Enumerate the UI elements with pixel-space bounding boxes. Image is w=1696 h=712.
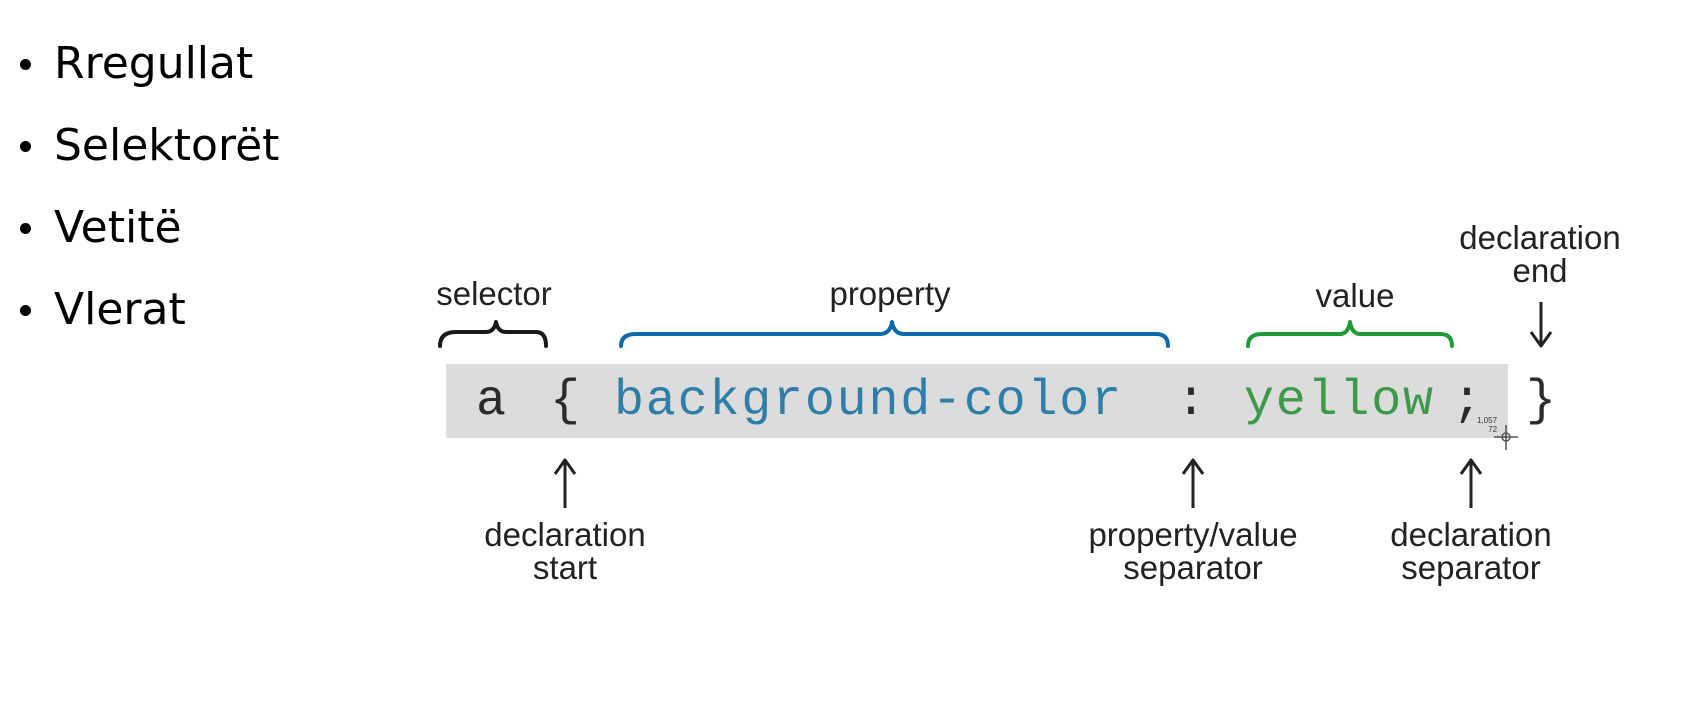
separator-label: property/value	[1088, 516, 1298, 553]
declaration-separator-arrow-icon	[1459, 458, 1483, 508]
property-brace	[619, 320, 1170, 348]
code-value: yellow	[1244, 373, 1435, 430]
declaration-start-label: declaration	[484, 516, 646, 553]
list-item: Rregullat	[18, 32, 279, 114]
property-label: property	[829, 275, 951, 312]
crosshair-cursor-icon	[1494, 425, 1518, 450]
code-colon: :	[1176, 373, 1207, 430]
declaration-separator-label: declaration	[1390, 516, 1552, 553]
bullet-icon	[20, 305, 31, 316]
list-item: Vetitë	[18, 196, 279, 278]
declaration-start-arrow-icon	[553, 458, 577, 508]
code-open-brace: {	[550, 373, 581, 430]
separator-label-line2: separator	[1123, 549, 1263, 586]
declaration-separator-label-line2: separator	[1401, 549, 1541, 586]
code-selector: a	[476, 373, 507, 430]
code-close-brace: }	[1526, 373, 1557, 430]
declaration-end-label-line2: end	[1512, 252, 1568, 289]
topic-list: Rregullat Selektorët Vetitë Vlerat	[18, 32, 279, 360]
declaration-start-label-line2: start	[532, 549, 598, 586]
declaration-end-arrow-icon	[1529, 302, 1553, 348]
bullet-icon	[20, 59, 31, 70]
code-semicolon: ;	[1452, 373, 1483, 430]
list-item: Vlerat	[18, 278, 279, 360]
bullet-icon	[20, 141, 31, 152]
selector-brace	[438, 320, 548, 348]
bullet-icon	[20, 223, 31, 234]
selector-label: selector	[436, 275, 552, 312]
cursor-coordinate-readout: 1,057 72	[1477, 416, 1498, 434]
value-brace	[1246, 320, 1454, 348]
list-item: Selektorët	[18, 114, 279, 196]
code-background	[446, 364, 1508, 438]
code-property: background-color	[614, 373, 1123, 430]
value-label: value	[1315, 277, 1395, 314]
separator-arrow-icon	[1181, 458, 1205, 508]
declaration-end-label: declaration	[1459, 219, 1621, 256]
